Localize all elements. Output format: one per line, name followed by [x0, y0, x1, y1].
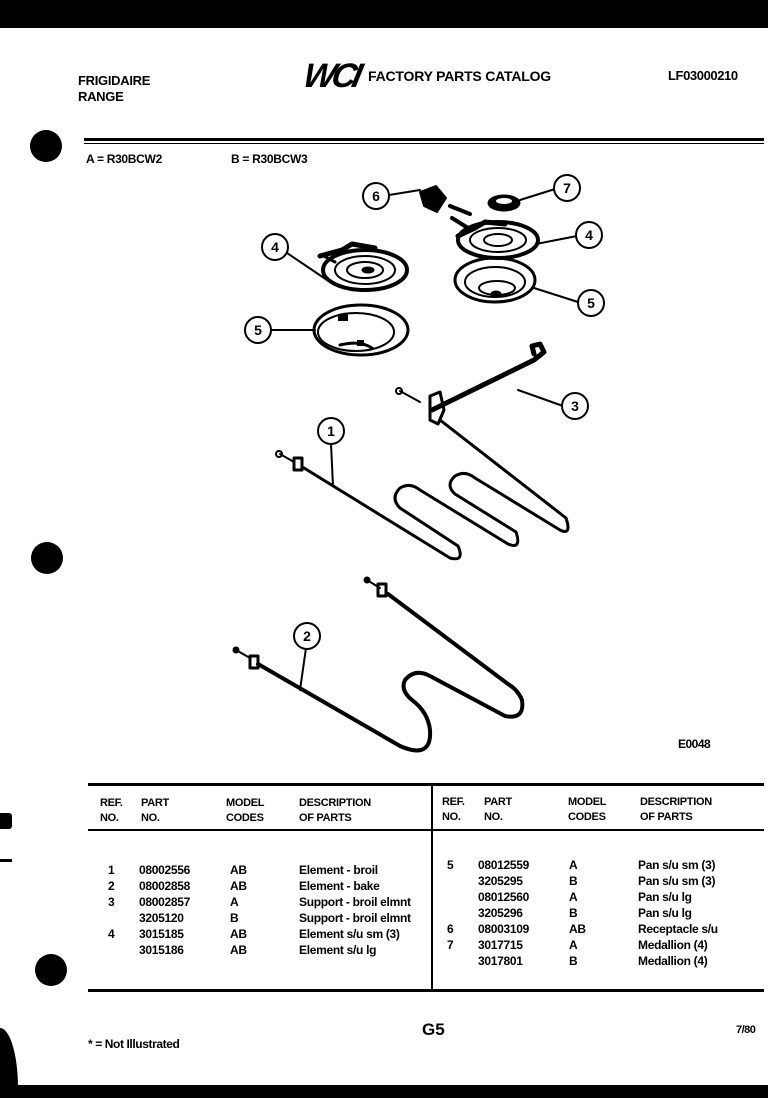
description: Receptacle s/u: [638, 922, 718, 936]
header-description: DESCRIPTION OF PARTS: [640, 796, 712, 823]
description: Element s/u lg: [299, 943, 377, 957]
callout-4-left: 4: [261, 233, 289, 261]
scan-top-border: [0, 0, 768, 28]
callout-1: 1: [317, 417, 345, 445]
part-no: 08003109: [478, 922, 529, 936]
binder-hole-icon: [35, 954, 67, 986]
revision-date: 7/80: [736, 1024, 756, 1036]
callout-5-right: 5: [577, 289, 605, 317]
model-codes: AB: [230, 863, 247, 877]
model-codes: AB: [230, 927, 247, 941]
callout-6: 6: [362, 182, 390, 210]
part-no: 08002857: [139, 895, 190, 909]
callout-3: 3: [561, 392, 589, 420]
surface-element-large-icon: [450, 216, 540, 260]
model-code-a: A = R30BCW2: [86, 152, 162, 166]
description: Medallion (4): [638, 954, 708, 968]
callout-4-right: 4: [575, 221, 603, 249]
model-codes: AB: [230, 943, 247, 957]
bake-element-icon: [256, 592, 525, 753]
brand-block: FRIGIDAIRE RANGE: [78, 73, 150, 105]
header-divider: [84, 143, 764, 144]
part-no: 3205120: [139, 911, 184, 925]
header-description: DESCRIPTION OF PARTS: [299, 797, 371, 824]
table-top-rule: [88, 783, 764, 786]
header-ref-no: REF. NO.: [100, 797, 123, 824]
header-divider: [84, 138, 764, 141]
description: Element - broil: [299, 863, 378, 877]
ref-no: 2: [108, 879, 115, 893]
model-codes: A: [569, 938, 578, 952]
ref-no: 3: [108, 895, 115, 909]
table-column-divider: [431, 783, 433, 992]
model-codes: B: [569, 874, 578, 888]
broil-element-icon: [302, 418, 570, 561]
scan-bottom-border: [0, 1085, 768, 1098]
model-codes: A: [569, 858, 578, 872]
scan-edge-mark: [0, 859, 12, 862]
part-no: 08002556: [139, 863, 190, 877]
description: Support - broil elmnt: [299, 911, 411, 925]
description: Element - bake: [299, 879, 380, 893]
header-model-codes: MODEL CODES: [568, 796, 607, 823]
diagram-code: E0048: [678, 737, 711, 751]
drip-pan-large-icon: [453, 256, 537, 304]
description: Element s/u sm (3): [299, 927, 400, 941]
binder-hole-icon: [30, 130, 62, 162]
model-codes: AB: [569, 922, 586, 936]
receptacle-icon: [419, 185, 472, 216]
model-codes: B: [230, 911, 239, 925]
part-no: 08012560: [478, 890, 529, 904]
model-code-b: B = R30BCW3: [231, 152, 308, 166]
drip-pan-small-icon: [312, 303, 410, 357]
product-type: RANGE: [78, 89, 124, 104]
catalog-title: FACTORY PARTS CATALOG: [368, 68, 551, 84]
model-codes: B: [569, 906, 578, 920]
ref-no: 6: [447, 922, 454, 936]
description: Pan s/u sm (3): [638, 858, 716, 872]
part-no: 3015186: [139, 943, 184, 957]
header-model-codes: MODEL CODES: [226, 797, 265, 824]
part-no: 08012559: [478, 858, 529, 872]
document-number: LF03000210: [668, 68, 738, 83]
part-no: 3017715: [478, 938, 523, 952]
ref-no: 1: [108, 863, 115, 877]
table-bottom-rule: [88, 989, 764, 992]
description: Pan s/u lg: [638, 890, 692, 904]
binder-hole-icon: [31, 542, 63, 574]
table-header-rule: [88, 829, 764, 831]
callout-2: 2: [293, 622, 321, 650]
model-codes: AB: [230, 879, 247, 893]
model-codes: B: [569, 954, 578, 968]
part-no: 3017801: [478, 954, 523, 968]
callout-7: 7: [553, 174, 581, 202]
part-no: 3205296: [478, 906, 523, 920]
page-number: G5: [422, 1020, 445, 1039]
description: Pan s/u sm (3): [638, 874, 716, 888]
part-no: 3015185: [139, 927, 184, 941]
ref-no: 4: [108, 927, 115, 941]
header-part-no: PART NO.: [141, 797, 169, 824]
scan-edge-mark: [0, 813, 12, 829]
description: Pan s/u lg: [638, 906, 692, 920]
description: Medallion (4): [638, 938, 708, 952]
model-codes: A: [569, 890, 578, 904]
brand-name: FRIGIDAIRE: [78, 73, 151, 88]
footnote: * = Not Illustrated: [88, 1037, 180, 1051]
header-part-no: PART NO.: [484, 796, 512, 823]
surface-element-small-icon: [317, 241, 409, 292]
part-no: 3205295: [478, 874, 523, 888]
callout-5-left: 5: [244, 316, 272, 344]
ref-no: 7: [447, 938, 454, 952]
broil-element-support-icon: [395, 341, 547, 426]
model-codes: A: [230, 895, 239, 909]
part-no: 08002858: [139, 879, 190, 893]
description: Support - broil elmnt: [299, 895, 411, 909]
ref-no: 5: [447, 858, 454, 872]
header-ref-no: REF. NO.: [442, 796, 465, 823]
